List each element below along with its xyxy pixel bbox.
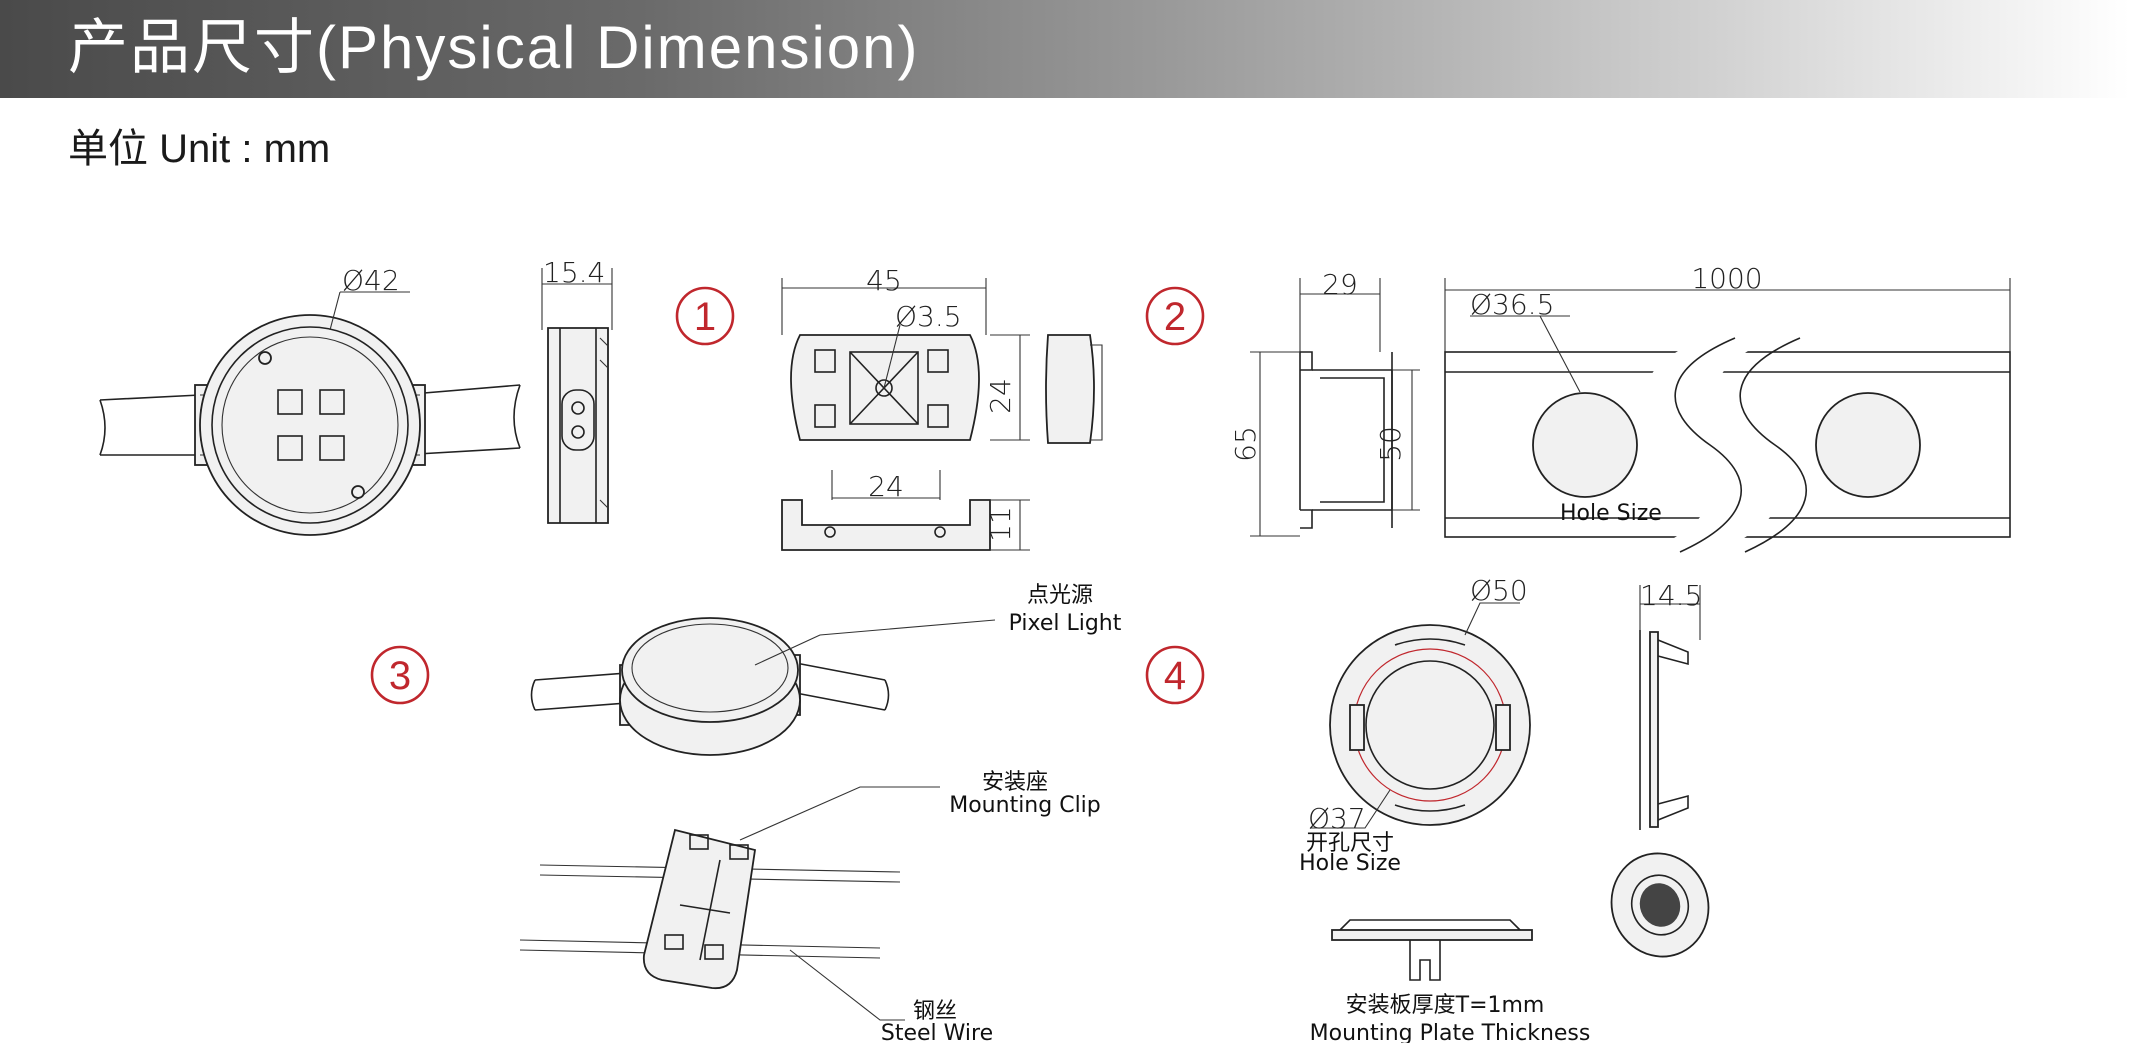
assembly-clip-wire bbox=[519, 786, 940, 1021]
label-mounting-clip-en: Mounting Clip bbox=[949, 793, 1101, 818]
clip-side-view bbox=[781, 470, 1030, 551]
step-1-number: 1 bbox=[694, 295, 716, 339]
ring-side-view bbox=[1639, 585, 1701, 830]
label-plate-thickness-en: Mounting Plate Thickness bbox=[1310, 1021, 1591, 1043]
unit-label: 单位 Unit : mm bbox=[68, 127, 331, 171]
page-title: 产品尺寸(Physical Dimension) bbox=[68, 14, 920, 81]
step-2-number: 2 bbox=[1164, 295, 1186, 339]
label-mounting-clip-cn: 安装座 bbox=[982, 770, 1048, 795]
channel-profile bbox=[1250, 278, 1420, 537]
dim-pixel-diameter: Ø42 bbox=[342, 264, 400, 297]
dim-clip-height: 24 bbox=[984, 378, 1017, 414]
ring-front-view bbox=[1310, 602, 1531, 829]
ring-plate-view bbox=[1331, 919, 1533, 981]
step-4-number: 4 bbox=[1164, 654, 1186, 698]
label-hole-size-en: Hole Size bbox=[1299, 851, 1401, 876]
dim-channel-height-inner: 50 bbox=[1374, 426, 1407, 462]
label-steel-wire-en: Steel Wire bbox=[881, 1021, 993, 1043]
dim-channel-height-outer: 65 bbox=[1229, 426, 1262, 462]
ring-iso-view bbox=[1610, 852, 1710, 958]
label-hole-size-channel: Hole Size bbox=[1560, 501, 1662, 526]
dim-clip-slot: 24 bbox=[868, 470, 904, 503]
pixel-front-view bbox=[99, 291, 521, 536]
label-steel-wire-cn: 钢丝 bbox=[913, 999, 957, 1024]
step-3-number: 3 bbox=[389, 654, 411, 698]
step-4-marker bbox=[1145, 645, 1205, 705]
channel-top-view bbox=[1444, 278, 2011, 553]
dim-clip-width: 45 bbox=[866, 264, 902, 297]
clip-top-view bbox=[781, 278, 1103, 444]
dim-channel-width: 29 bbox=[1322, 268, 1358, 301]
dim-ring-inner: Ø37 bbox=[1308, 802, 1366, 835]
label-plate-thickness-cn: 安装板厚度T=1mm bbox=[1346, 993, 1545, 1018]
label-pixel-light-en: Pixel Light bbox=[1009, 611, 1122, 636]
step-1-marker bbox=[675, 286, 735, 346]
dim-ring-outer: Ø50 bbox=[1470, 574, 1528, 607]
label-hole-size-cn: 开孔尺寸 bbox=[1306, 831, 1394, 856]
dim-clip-depth: 11 bbox=[984, 506, 1017, 542]
dim-channel-hole: Ø36.5 bbox=[1470, 288, 1554, 321]
dim-pixel-depth: 15.4 bbox=[543, 256, 605, 289]
pixel-side-view bbox=[541, 268, 613, 524]
dim-ring-depth: 14.5 bbox=[1640, 579, 1702, 612]
dim-channel-length: 1000 bbox=[1691, 262, 1762, 295]
header-bar bbox=[0, 0, 2130, 98]
step-3-marker bbox=[370, 645, 430, 705]
assembly-pixel bbox=[530, 617, 996, 756]
label-pixel-light-cn: 点光源 bbox=[1027, 583, 1093, 608]
dim-clip-hole: Ø3.5 bbox=[895, 300, 962, 333]
step-2-marker bbox=[1145, 286, 1205, 346]
